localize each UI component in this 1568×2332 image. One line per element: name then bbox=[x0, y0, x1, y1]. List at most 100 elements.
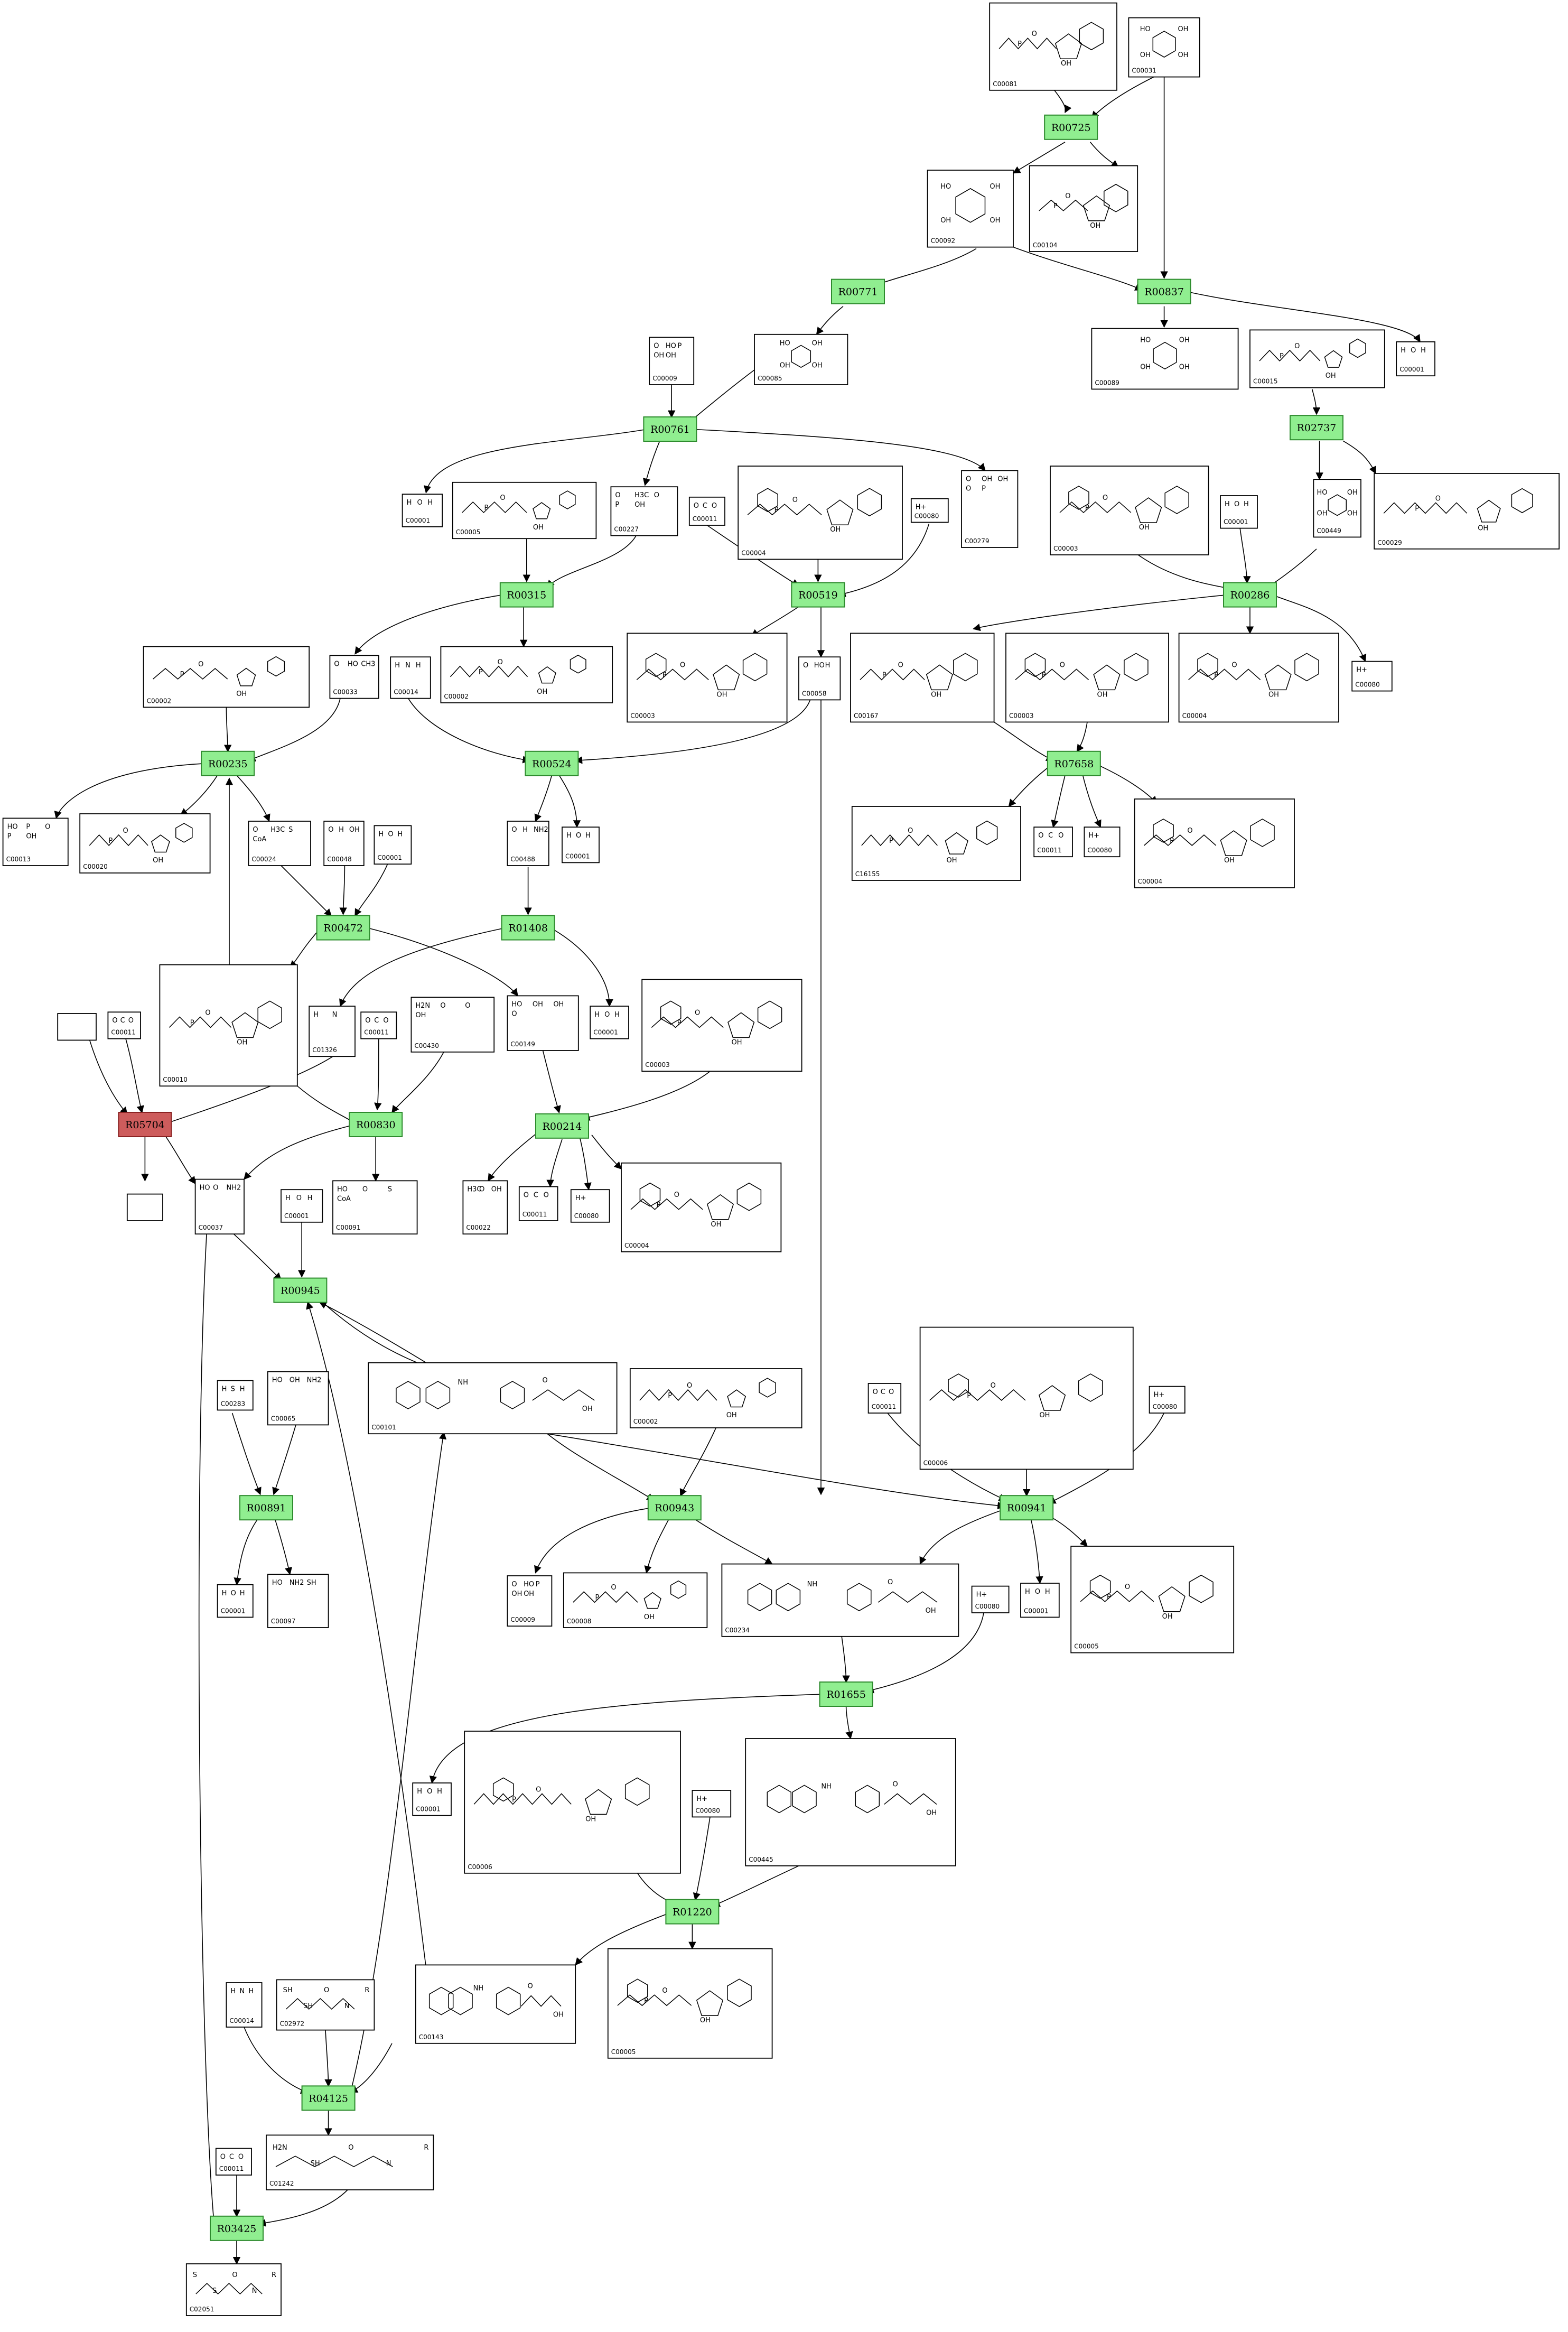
reaction-node[interactable]: R00472 bbox=[316, 915, 370, 941]
reaction-node[interactable]: R07658 bbox=[1047, 750, 1101, 776]
reaction-node[interactable]: R00315 bbox=[499, 582, 554, 608]
reaction-node[interactable]: R00286 bbox=[1223, 582, 1277, 608]
reaction-node[interactable]: R00891 bbox=[239, 1495, 293, 1521]
compound-node[interactable]: H+C00080 bbox=[570, 1189, 610, 1223]
reaction-node[interactable]: R00725 bbox=[1044, 114, 1098, 140]
reaction-node[interactable]: R00524 bbox=[525, 750, 579, 776]
reaction-node[interactable]: R00830 bbox=[349, 1112, 403, 1137]
reaction-node[interactable]: R04125 bbox=[301, 2085, 356, 2111]
reaction-node[interactable]: R01408 bbox=[501, 915, 555, 941]
reaction-node[interactable]: R00837 bbox=[1137, 278, 1191, 304]
reaction-node[interactable]: R01655 bbox=[819, 1681, 873, 1707]
reaction-node[interactable]: R00761 bbox=[643, 416, 697, 442]
compound-node[interactable]: H+C00080 bbox=[692, 1790, 732, 1818]
reaction-node[interactable]: R03425 bbox=[210, 2215, 264, 2241]
compound-node[interactable] bbox=[126, 1193, 163, 1221]
reaction-node[interactable]: R00941 bbox=[1000, 1495, 1054, 1521]
reaction-node[interactable]: R00943 bbox=[647, 1495, 702, 1521]
reaction-node[interactable]: R00771 bbox=[831, 278, 885, 304]
reaction-node[interactable]: R05704 bbox=[118, 1112, 172, 1137]
compound-node[interactable]: H+C00080 bbox=[1149, 1386, 1186, 1414]
reaction-node[interactable]: R02737 bbox=[1290, 415, 1343, 441]
compound-node[interactable]: H+C00080 bbox=[910, 498, 949, 523]
reaction-node[interactable]: R00235 bbox=[201, 750, 255, 776]
compound-node[interactable]: H+C00080 bbox=[1084, 826, 1121, 858]
compound-node[interactable]: H+C00080 bbox=[971, 1585, 1010, 1613]
reaction-node[interactable]: R00214 bbox=[535, 1113, 589, 1139]
reaction-node[interactable]: R00945 bbox=[273, 1277, 328, 1303]
reaction-node[interactable]: R01220 bbox=[665, 1899, 720, 1925]
compound-node[interactable]: H+C00080 bbox=[1351, 661, 1393, 692]
reaction-node[interactable]: R00519 bbox=[791, 582, 845, 608]
